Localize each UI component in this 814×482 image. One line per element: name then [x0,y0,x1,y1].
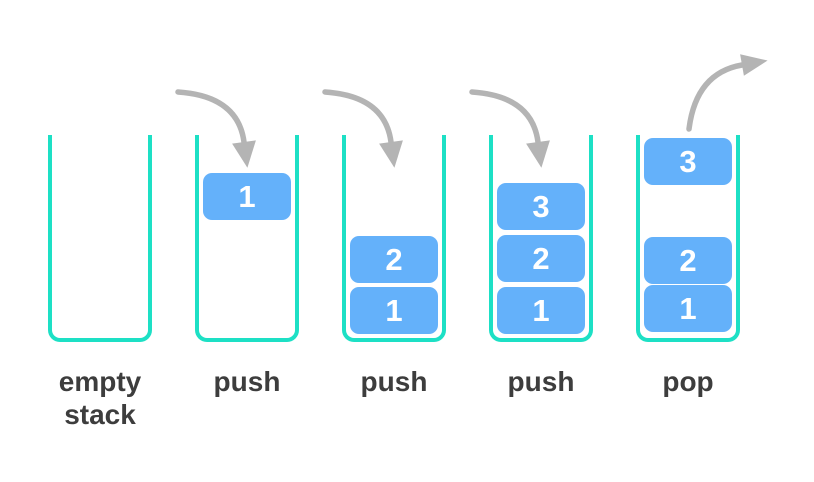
push-arrow-icon [322,89,403,168]
stack-block: 2 [350,236,438,283]
push-arrow-icon [175,89,256,168]
arrow-head [379,140,403,168]
arrow-head [740,54,768,76]
arrow-head [232,140,256,168]
arrow-curve [686,62,745,132]
stack-block: 2 [644,237,732,284]
stack-step-label: push [360,366,428,397]
arrow-curve [469,89,541,145]
arrow-curve [322,89,394,145]
pop-arrow-icon [686,54,768,132]
stack-block: 3 [644,138,732,185]
push-arrow-icon [469,89,550,168]
stack-step-label: pop [662,366,714,397]
arrow-curve [175,89,247,145]
stack-block: 1 [644,285,732,332]
arrow-head [526,140,550,168]
stack-block: 1 [350,287,438,334]
stack-block: 1 [497,287,585,334]
stack-block: 1 [203,173,291,220]
stack-step-label: push [213,366,281,397]
stack-container [48,135,152,342]
stack-block: 3 [497,183,585,230]
stack-step-label: push [507,366,575,397]
stack-container: 1 [195,135,299,342]
stack-step-label: empty stack [58,366,142,430]
stack-block: 2 [497,235,585,282]
stack-container: 3 2 1 [489,135,593,342]
